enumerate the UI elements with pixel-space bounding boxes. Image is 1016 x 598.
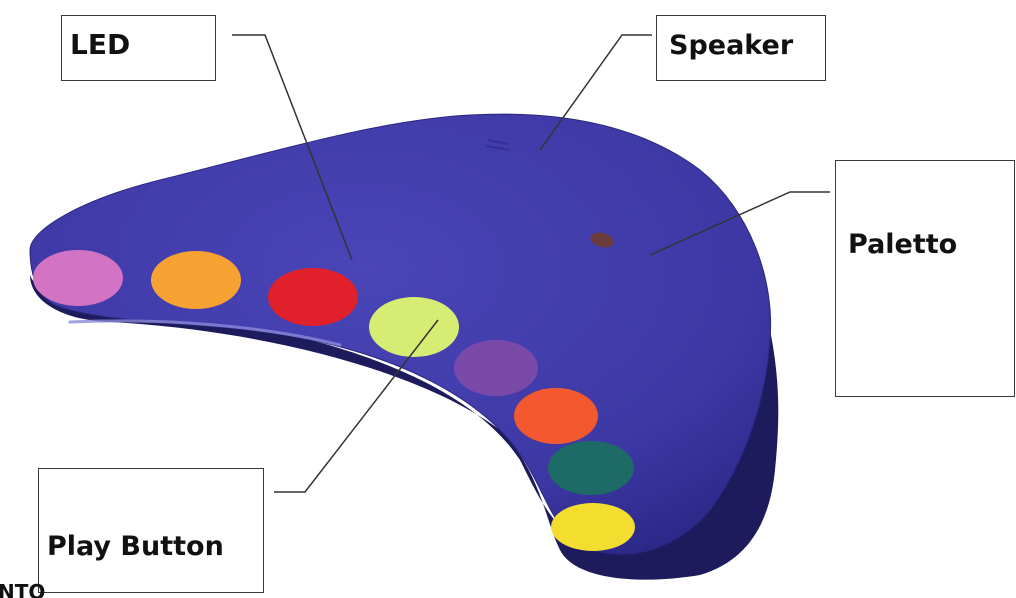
yellow-button[interactable] [551, 503, 635, 551]
led-callout: LED [61, 15, 216, 81]
paletto-callout: Paletto [835, 160, 1015, 397]
teal-button[interactable] [548, 441, 634, 495]
play-button-callout: Play Button [38, 468, 264, 593]
speaker-callout: Speaker [656, 15, 826, 81]
orange-button[interactable] [151, 251, 241, 309]
play-button[interactable] [369, 297, 459, 357]
play-button-label: Play Button [47, 531, 224, 562]
paletto-label: Paletto [848, 229, 957, 260]
orange-red-button[interactable] [514, 388, 598, 444]
red-button[interactable] [268, 268, 358, 326]
led-label: LED [70, 28, 130, 61]
cut-off-text: NTO [0, 580, 45, 598]
pink-button[interactable] [33, 250, 123, 306]
purple-button[interactable] [454, 340, 538, 396]
speaker-label: Speaker [669, 30, 793, 61]
